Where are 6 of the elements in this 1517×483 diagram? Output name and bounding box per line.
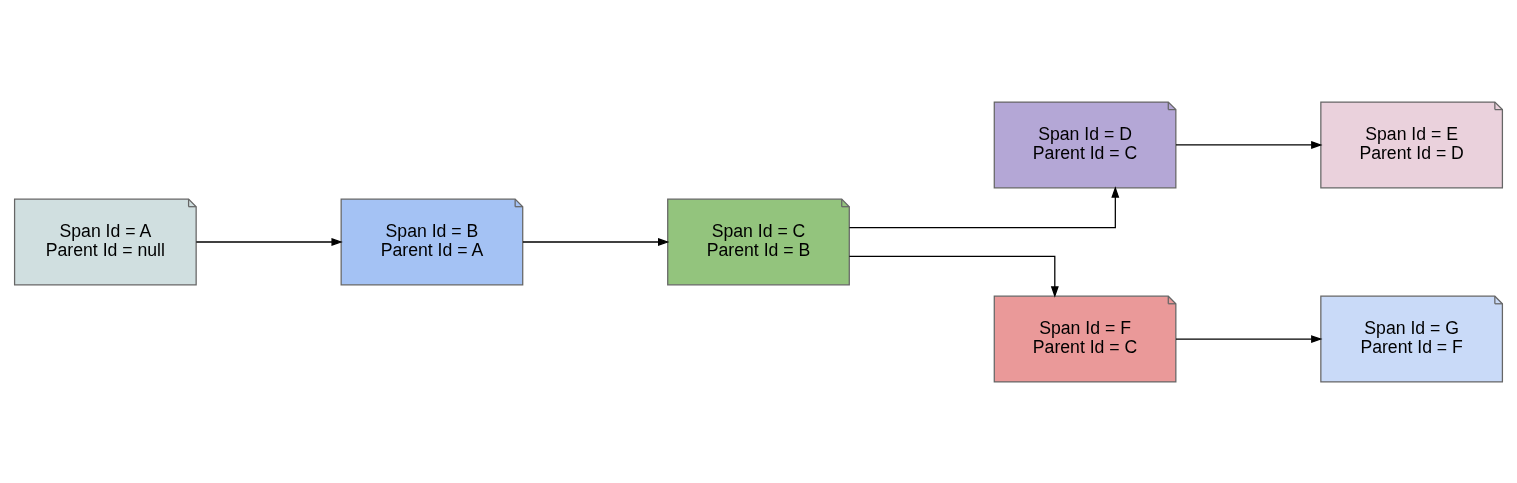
arrow <box>1175 140 1323 149</box>
arrow <box>848 185 1120 228</box>
arrow <box>1175 334 1323 343</box>
arrow <box>522 237 670 246</box>
arrow <box>848 255 1059 298</box>
arrow <box>195 237 343 246</box>
